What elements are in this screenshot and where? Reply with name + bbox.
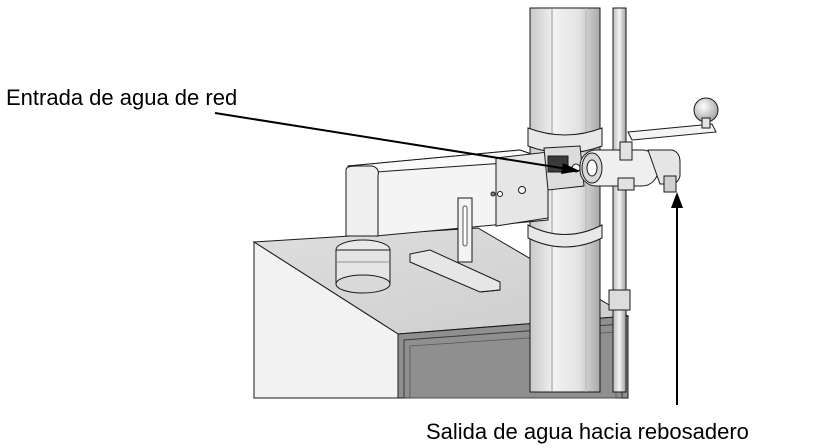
valve-lever bbox=[627, 123, 717, 141]
valve bbox=[579, 97, 719, 193]
outlet-label: Salida de agua hacia rebosadero bbox=[426, 419, 749, 444]
support-arm bbox=[335, 149, 549, 294]
rod-collar bbox=[608, 289, 631, 311]
callouts bbox=[214, 112, 683, 405]
arm-screw-hole bbox=[518, 186, 526, 194]
inlet-leader-line bbox=[214, 112, 575, 171]
lower-clamp-ring bbox=[527, 224, 603, 248]
outlet-arrowhead bbox=[671, 192, 683, 208]
column bbox=[527, 7, 603, 393]
fixture bbox=[409, 197, 501, 293]
inlet-arrowhead bbox=[561, 163, 580, 174]
inlet-label: Entrada de agua de red bbox=[6, 85, 238, 110]
thin-rod bbox=[608, 7, 631, 393]
outlet-nozzle bbox=[663, 175, 677, 193]
